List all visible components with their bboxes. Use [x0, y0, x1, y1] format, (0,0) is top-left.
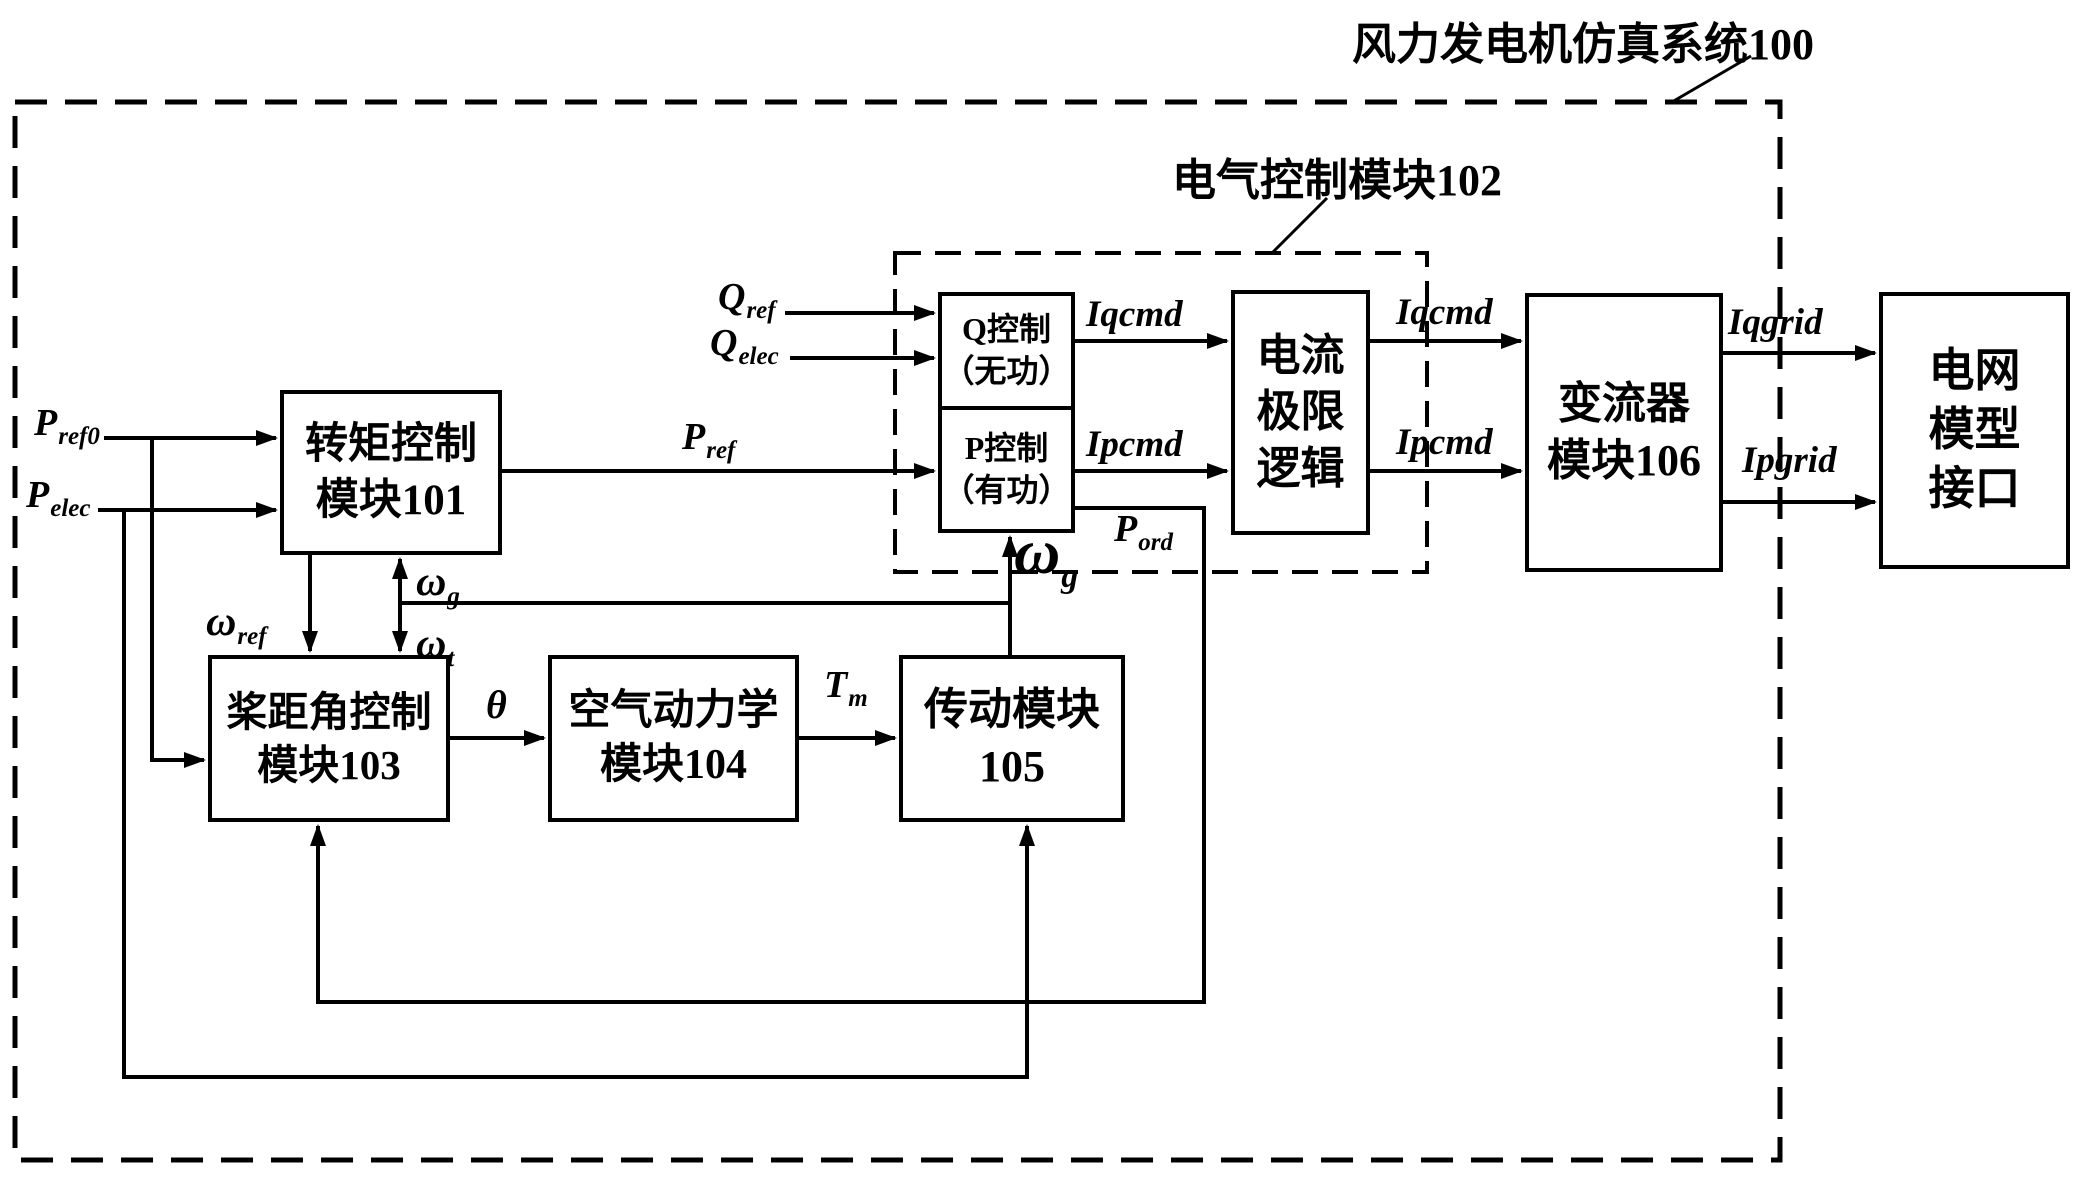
box-text-line: P控制	[964, 429, 1049, 466]
box-text-line: 逻辑	[1256, 443, 1345, 493]
signal-base: Iqcmd	[1086, 294, 1183, 335]
current-limit-logic-box: 电流 极限 逻辑	[1231, 290, 1370, 535]
signal-label-omega-g-large: ωg	[1014, 518, 1078, 594]
signal-label-qref: Qref	[718, 276, 776, 324]
box-text-line: 105	[979, 741, 1045, 791]
signal-label-omega-g: ωg	[416, 560, 460, 609]
signal-base: Q	[710, 322, 738, 364]
converter-module-106-box: 变流器 模块106	[1525, 293, 1723, 572]
signal-subscript: g	[447, 583, 460, 611]
signal-label-omega-t: ωt	[416, 622, 454, 671]
signal-label-omega-ref: ωref	[206, 600, 267, 649]
p-control-active-box: P控制 （有功）	[942, 410, 1071, 529]
grid-model-interface-box: 电网 模型 接口	[1879, 292, 2070, 569]
signal-base: P	[34, 402, 58, 444]
module102-leader-line	[1270, 196, 1329, 255]
signal-base: P	[1114, 508, 1138, 550]
box-text-line: 桨距角控制	[226, 689, 432, 736]
signal-subscript: ref0	[58, 422, 100, 450]
drive-module-105-box: 传动模块 105	[899, 655, 1125, 822]
signal-label-pelec: Pelec	[26, 474, 91, 522]
box-text-line: 接口	[1928, 462, 2021, 514]
signal-base: Iqgrid	[1728, 302, 1823, 343]
box-text-line: 极限	[1256, 387, 1345, 437]
signal-base: ω	[1014, 516, 1061, 587]
title-leader-line	[1671, 54, 1752, 104]
box-text-line: （有功）	[942, 471, 1071, 508]
signal-base: T	[824, 664, 848, 706]
signal-subscript: ref	[746, 296, 776, 324]
box-text-line: 变流器	[1558, 379, 1690, 429]
diagram-title: 风力发电机仿真系统100	[1352, 20, 1814, 69]
signal-base: P	[26, 474, 50, 516]
signal-base: Q	[718, 276, 746, 318]
signal-subscript: elec	[738, 342, 779, 370]
signal-label-ipcmd-1: Ipcmd	[1086, 424, 1183, 465]
signal-label-iqcmd-1: Iqcmd	[1086, 294, 1183, 335]
signal-subscript: ref	[237, 623, 267, 651]
box-text-line: 模块104	[599, 741, 747, 788]
box-text-line: 模型	[1928, 404, 2021, 456]
signal-base: ω	[206, 599, 237, 645]
outer-system-dashed-border	[12, 99, 1783, 1163]
box-text-line: 转矩控制	[305, 421, 477, 469]
signal-label-pref: Pref	[682, 416, 736, 464]
pelec-feedback-to-drive	[122, 510, 1035, 1079]
signal-label-pref0: Pref0	[34, 402, 100, 450]
signal-label-qelec: Qelec	[710, 322, 779, 370]
signal-label-tm: Tm	[824, 664, 868, 712]
signal-base: ω	[416, 559, 447, 605]
signal-base: Ipgrid	[1742, 440, 1837, 481]
box-text-line: 电流	[1256, 331, 1345, 381]
box-text-line: （无功）	[942, 353, 1071, 389]
signal-subscript: g	[1061, 557, 1079, 595]
signal-base: Iqcmd	[1396, 292, 1493, 333]
pref0-branch-to-pitch	[150, 438, 206, 768]
signal-base: P	[682, 416, 706, 458]
signal-label-iqcmd-2: Iqcmd	[1396, 292, 1493, 333]
signal-label-theta: θ	[486, 684, 507, 726]
signal-label-iqgrid: Iqgrid	[1728, 302, 1823, 343]
pitch-angle-control-module-103-box: 桨距角控制 模块103	[208, 655, 450, 822]
box-text-line: 传动模块	[924, 685, 1100, 735]
signal-base: ω	[416, 621, 447, 667]
signal-subscript: ref	[706, 436, 736, 464]
signal-label-ipgrid: Ipgrid	[1742, 440, 1837, 481]
aerodynamics-module-104-box: 空气动力学 模块104	[548, 655, 799, 822]
electrical-control-module-label: 电气控制模块102	[1172, 156, 1502, 205]
pord-feedback-to-pitch	[310, 506, 1206, 1004]
box-text-line: 空气动力学	[568, 687, 779, 734]
signal-subscript: t	[447, 645, 455, 673]
box-text-line: 模块103	[257, 741, 401, 788]
torque-control-module-101-box: 转矩控制 模块101	[280, 390, 502, 555]
box-text-line: 电网	[1928, 345, 2021, 397]
signal-subscript: ord	[1138, 528, 1173, 556]
signal-base: Ipcmd	[1396, 422, 1493, 463]
electrical-module-dashed-border	[893, 251, 1429, 574]
signal-subscript: m	[848, 684, 868, 712]
q-control-reactive-box: Q控制 （无功）	[942, 296, 1071, 406]
signal-base: Ipcmd	[1086, 424, 1183, 465]
box-text-line: 模块101	[315, 476, 467, 524]
qp-control-box: Q控制 （无功） P控制 （有功）	[938, 292, 1075, 533]
box-text-line: Q控制	[962, 311, 1051, 348]
qp-divider-line	[942, 406, 1071, 410]
box-text-line: 模块106	[1547, 435, 1701, 485]
signal-label-pord: Pord	[1114, 508, 1173, 556]
signal-base: θ	[486, 682, 507, 727]
signal-label-ipcmd-2: Ipcmd	[1396, 422, 1493, 463]
signal-subscript: elec	[50, 494, 91, 522]
